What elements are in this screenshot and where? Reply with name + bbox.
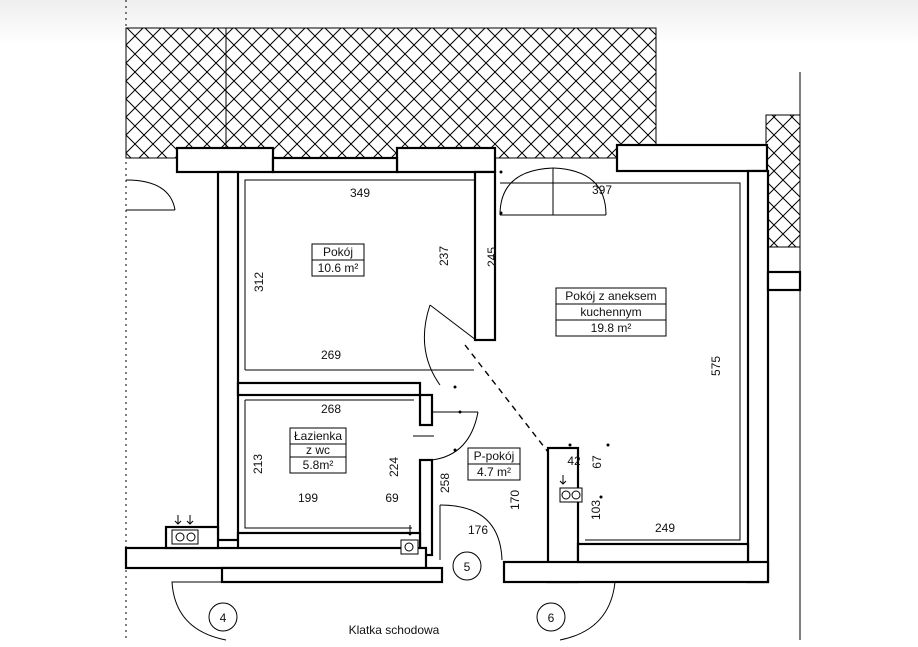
room-outlines: [244, 179, 741, 541]
room-name-line2: z wc: [306, 443, 330, 457]
unit-marker-6: 6: [536, 602, 566, 632]
room-area: 19.8 m²: [591, 321, 632, 335]
dim-103: 103: [589, 500, 603, 520]
dim-224: 224: [387, 457, 401, 477]
dim-199: 199: [298, 491, 318, 505]
stairwell-label: Klatka schodowa: [349, 623, 440, 637]
dim-237: 237: [437, 246, 451, 266]
room-name: Pokój: [323, 245, 353, 259]
svg-text:6: 6: [548, 611, 555, 625]
room-area: 5.8m²: [303, 458, 334, 472]
room-name-line1: Łazienka: [294, 429, 342, 443]
room-name: P-pokój: [474, 449, 515, 463]
dimensions: 349 397 312 237 245 269 268 213 224 199 …: [251, 183, 723, 537]
dim-575: 575: [709, 356, 723, 376]
svg-text:4: 4: [220, 611, 227, 625]
room-name-line1: Pokój z aneksem: [565, 289, 656, 303]
dim-268: 268: [321, 402, 341, 416]
room-area: 4.7 m²: [477, 465, 511, 479]
dim-176: 176: [468, 523, 488, 537]
room-label-lazienka: Łazienka z wc 5.8m²: [289, 427, 347, 474]
dim-269: 269: [321, 348, 341, 362]
unit-marker-4: 4: [208, 602, 238, 632]
dim-213: 213: [251, 454, 265, 474]
room-name-line2: kuchennym: [580, 305, 641, 319]
unit-marker-5: 5: [452, 551, 482, 581]
walls: [124, 143, 802, 584]
dim-312: 312: [252, 272, 266, 292]
room-label-pokoj-aneks: Pokój z aneksem kuchennym 19.8 m²: [555, 287, 667, 337]
fixtures: [171, 170, 610, 555]
dim-170: 170: [508, 490, 522, 510]
dim-349: 349: [350, 186, 370, 200]
dim-42: 42: [567, 454, 581, 468]
doors: [125, 167, 616, 641]
dim-245: 245: [485, 247, 499, 267]
svg-text:5: 5: [464, 560, 471, 574]
dim-397: 397: [592, 183, 612, 197]
balcony-hatch: [125, 27, 801, 248]
dim-258: 258: [438, 473, 452, 493]
room-label-pokoj: Pokój 10.6 m²: [311, 243, 365, 277]
room-label-przedpokoj: P-pokój 4.7 m²: [467, 447, 521, 481]
dim-67: 67: [590, 455, 604, 469]
dim-69: 69: [385, 491, 399, 505]
dim-249: 249: [655, 521, 675, 535]
room-area: 10.6 m²: [318, 261, 359, 275]
